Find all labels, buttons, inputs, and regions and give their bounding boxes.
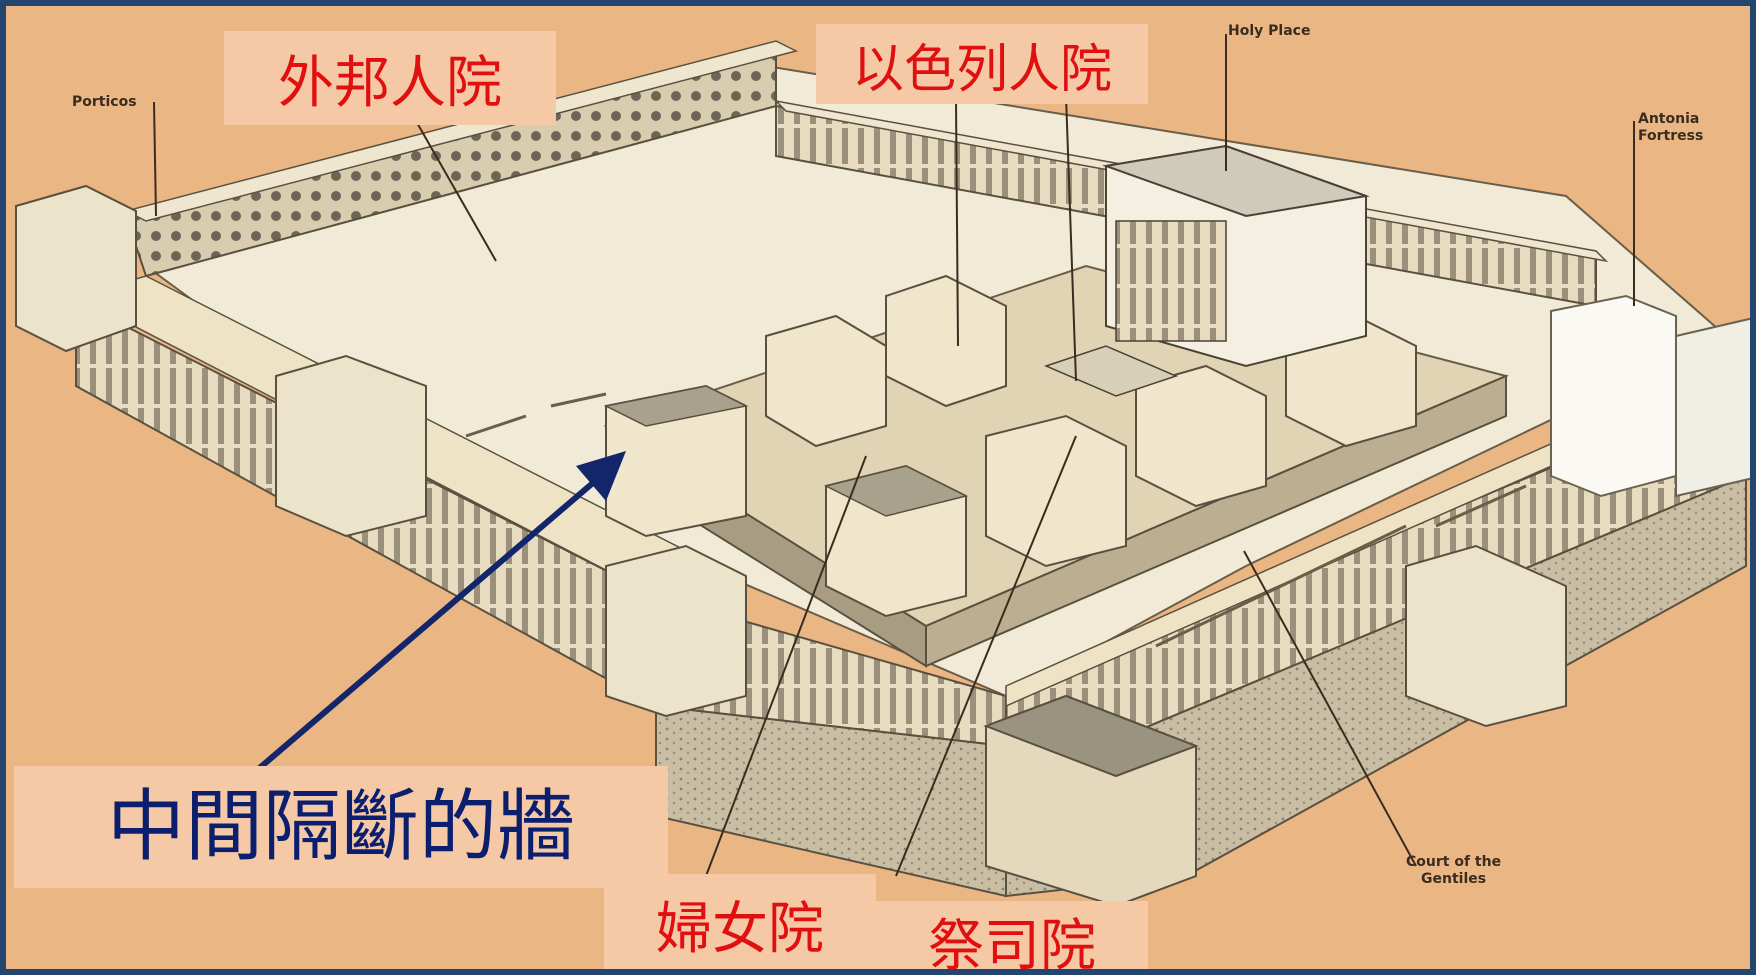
holy-place-building: [1043, 144, 1370, 397]
middle-wall-of-partition-label: 中間隔斷的牆: [14, 766, 668, 888]
court-of-gentiles-label: Court of the Gentiles: [1406, 854, 1502, 887]
corner-towers: [15, 184, 1567, 908]
court-of-priests-zh-label: 祭司院: [876, 901, 1148, 969]
temple-illustration: [15, 34, 1750, 908]
north-portico: [123, 40, 799, 278]
court-of-women-zh-label: 婦女院: [604, 874, 876, 969]
middle-wall-arrow: [254, 451, 626, 774]
antonia-fortress: [1550, 294, 1750, 498]
court-of-gentiles-zh-label: 外邦人院: [224, 31, 556, 125]
inner-chambers: [603, 274, 1417, 618]
antonia-fortress-label: Antonia Fortress: [1638, 111, 1704, 144]
porticos-label: Porticos: [72, 94, 137, 110]
holy-place-label: Holy Place: [1228, 23, 1311, 39]
court-of-israel-zh-label: 以色列人院: [816, 24, 1148, 104]
soreg-balustrade: [465, 392, 1527, 648]
leader-lines: [153, 34, 1635, 877]
